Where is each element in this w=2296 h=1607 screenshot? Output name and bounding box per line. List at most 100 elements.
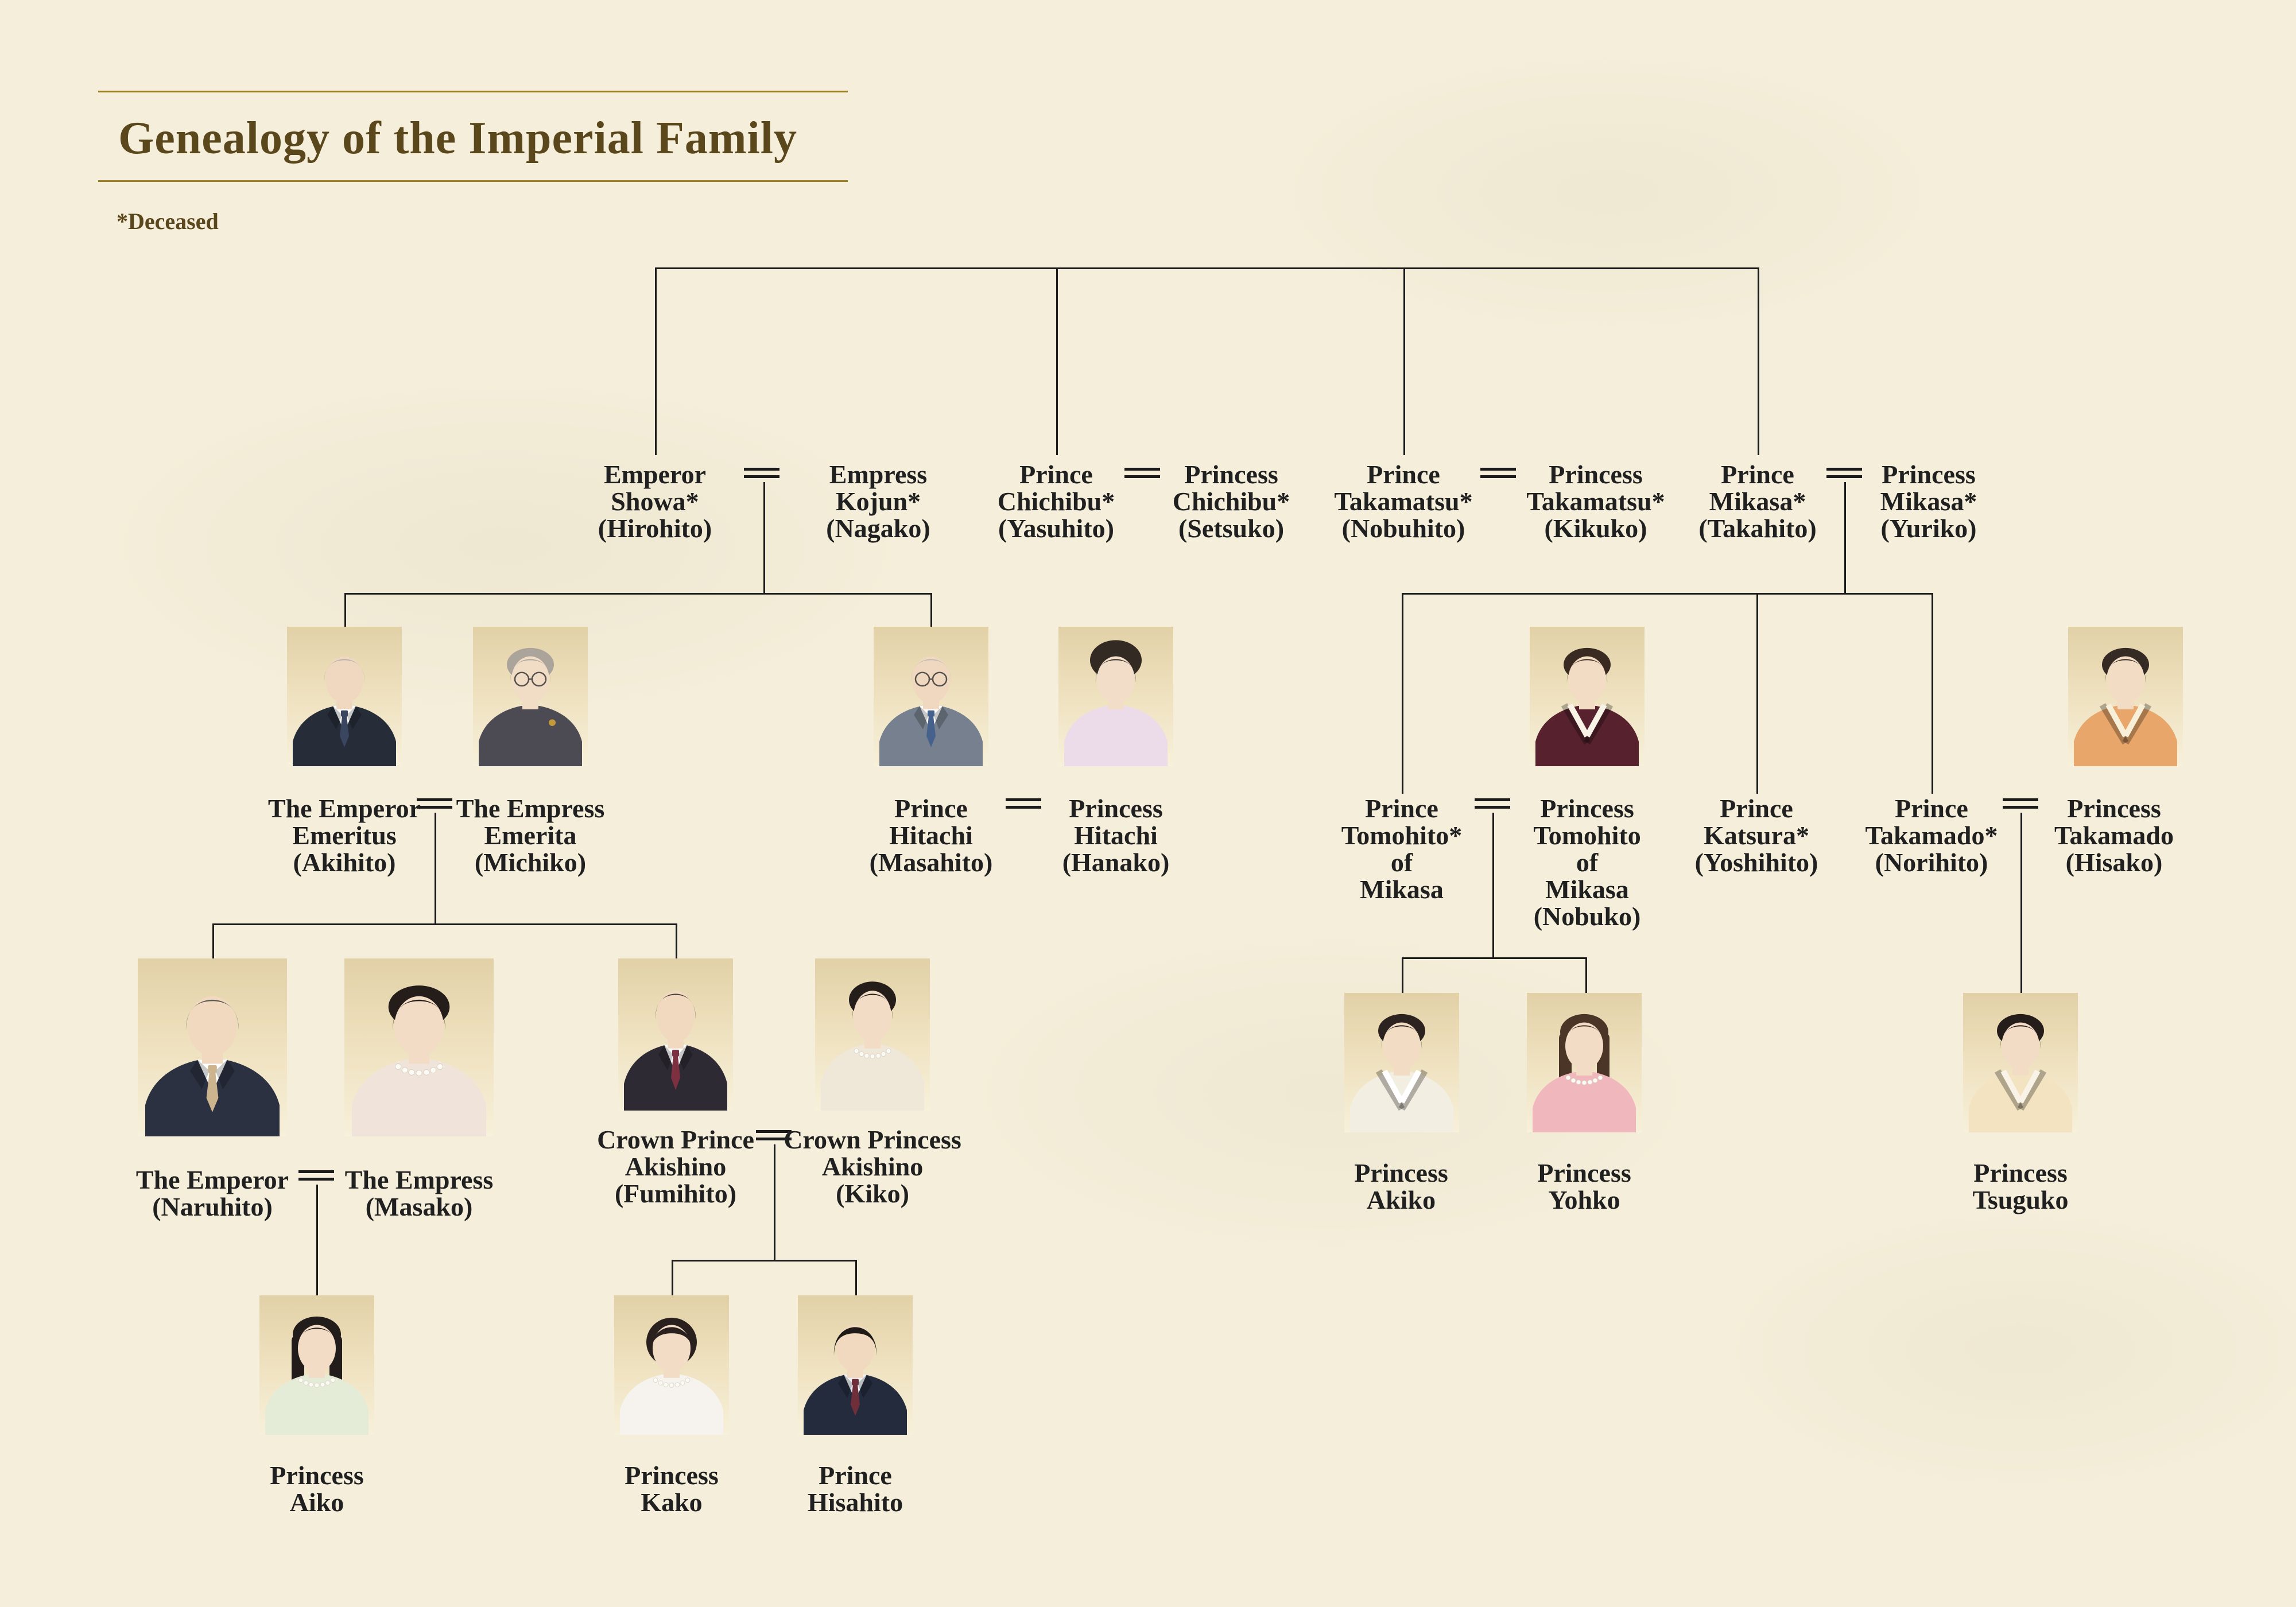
person-name-line: (Michiko) bbox=[474, 848, 587, 877]
portrait-princess-yohko[interactable] bbox=[1527, 993, 1642, 1132]
person-name-line: Mikasa bbox=[1360, 875, 1444, 904]
person-name-line: Akishino bbox=[821, 1152, 924, 1181]
marriage-equals-connector bbox=[1480, 468, 1516, 478]
marriage-equals-connector bbox=[756, 1130, 792, 1140]
marriage-equals-connector bbox=[1006, 798, 1041, 809]
tree-connector-line bbox=[1403, 267, 1405, 455]
portrait-prince-hitachi[interactable] bbox=[874, 627, 988, 766]
portrait-princess-akiko[interactable] bbox=[1344, 993, 1459, 1132]
person-name-line: Prince bbox=[1895, 794, 1968, 823]
tree-connector-line bbox=[855, 1260, 857, 1297]
portrait-crown-prince-akishino[interactable] bbox=[618, 958, 733, 1111]
person-name-line: (Masako) bbox=[365, 1192, 473, 1221]
person-name-line: Tsuguko bbox=[1972, 1185, 2069, 1214]
tree-connector-line bbox=[655, 267, 1759, 269]
portrait-crown-princess-akishino[interactable] bbox=[815, 958, 930, 1111]
portrait-princess-takamado[interactable] bbox=[2068, 627, 2183, 766]
tree-connector-line bbox=[344, 593, 346, 628]
marriage-equals-connector bbox=[1475, 798, 1510, 809]
person-name-line: Mikasa* bbox=[1880, 487, 1977, 516]
portrait-princess-hitachi[interactable] bbox=[1058, 627, 1173, 766]
person-name-line: (Fumihito) bbox=[614, 1179, 737, 1208]
person-name-line: Prince bbox=[1720, 794, 1793, 823]
portrait-emperor-naruhito[interactable] bbox=[138, 958, 287, 1136]
person-name-line: Kako bbox=[641, 1488, 703, 1517]
person-name-line: (Masahito) bbox=[869, 848, 993, 877]
tree-connector-line bbox=[774, 1144, 775, 1261]
portrait-empress-masako[interactable] bbox=[344, 958, 494, 1136]
person-name-line: Princess bbox=[1537, 1158, 1631, 1187]
person-name-line: Princess bbox=[1540, 794, 1634, 823]
tree-connector-line bbox=[930, 593, 932, 628]
tree-connector-line bbox=[2020, 813, 2022, 995]
person-name-line: Hisahito bbox=[807, 1488, 903, 1517]
portrait-princess-aiko[interactable] bbox=[259, 1295, 374, 1435]
person-name-line: Takamatsu* bbox=[1526, 487, 1665, 516]
tree-connector-line bbox=[655, 267, 657, 455]
person-name-line: of bbox=[1390, 848, 1413, 877]
tree-connector-line bbox=[1492, 813, 1494, 959]
tree-connector-line bbox=[1844, 482, 1846, 595]
person-name-line: Prince bbox=[1365, 794, 1438, 823]
person-name-line: Princess bbox=[1184, 460, 1278, 489]
person-name-line: Takamado bbox=[2054, 821, 2174, 850]
portrait-princess-tomohito-of-mikasa[interactable] bbox=[1530, 627, 1645, 766]
marriage-equals-connector bbox=[298, 1170, 334, 1181]
person-name-line: (Setsuko) bbox=[1178, 514, 1285, 543]
person-name-line: (Nobuko) bbox=[1533, 902, 1641, 931]
tree-connector-line bbox=[344, 593, 932, 595]
person-name-line: Takamatsu* bbox=[1334, 487, 1473, 516]
marriage-equals-connector bbox=[744, 468, 779, 478]
person-name-line: Crown Prince bbox=[597, 1125, 754, 1154]
person-name-line: The Empress bbox=[456, 794, 605, 823]
person-name-line: (Kikuko) bbox=[1544, 514, 1647, 543]
person-name-line: Princess bbox=[270, 1461, 364, 1490]
person-name-line: (Yasuhito) bbox=[998, 514, 1114, 543]
person-name-line: Princess bbox=[1549, 460, 1643, 489]
marriage-equals-connector bbox=[2003, 798, 2038, 809]
person-empress-masako: The Empress(Masako) bbox=[304, 1166, 534, 1220]
tree-connector-line bbox=[435, 813, 436, 925]
page-title: Genealogy of the Imperial Family bbox=[118, 113, 797, 164]
person-name-line: (Naruhito) bbox=[152, 1192, 273, 1221]
person-name-line: Tomohito bbox=[1533, 821, 1641, 850]
tree-connector-line bbox=[1756, 593, 1758, 794]
portrait-prince-hisahito[interactable] bbox=[798, 1295, 913, 1435]
deceased-note: *Deceased bbox=[117, 208, 219, 234]
portrait-emperor-emeritus-akihito[interactable] bbox=[287, 627, 402, 766]
tree-connector-line bbox=[1056, 267, 1058, 455]
tree-connector-line bbox=[212, 923, 214, 960]
portrait-princess-tsuguko[interactable] bbox=[1963, 993, 2078, 1132]
person-name-line: (Akihito) bbox=[293, 848, 396, 877]
person-name-line: Prince bbox=[894, 794, 968, 823]
tree-connector-line bbox=[212, 923, 677, 925]
person-name-line: (Takahito) bbox=[1698, 514, 1817, 543]
marriage-equals-connector bbox=[417, 798, 452, 809]
tree-connector-line bbox=[316, 1185, 318, 1297]
portrait-empress-emerita-michiko[interactable] bbox=[473, 627, 588, 766]
portrait-princess-kako[interactable] bbox=[614, 1295, 729, 1435]
tree-connector-line bbox=[1758, 267, 1759, 455]
tree-connector-line bbox=[1402, 957, 1403, 995]
person-name-line: Emerita bbox=[484, 821, 577, 850]
person-name-line: The Emperor bbox=[135, 1165, 289, 1194]
person-name-line: (Nobuhito) bbox=[1341, 514, 1465, 543]
person-name-line: Emperor bbox=[603, 460, 706, 489]
marriage-equals-connector bbox=[1826, 468, 1862, 478]
